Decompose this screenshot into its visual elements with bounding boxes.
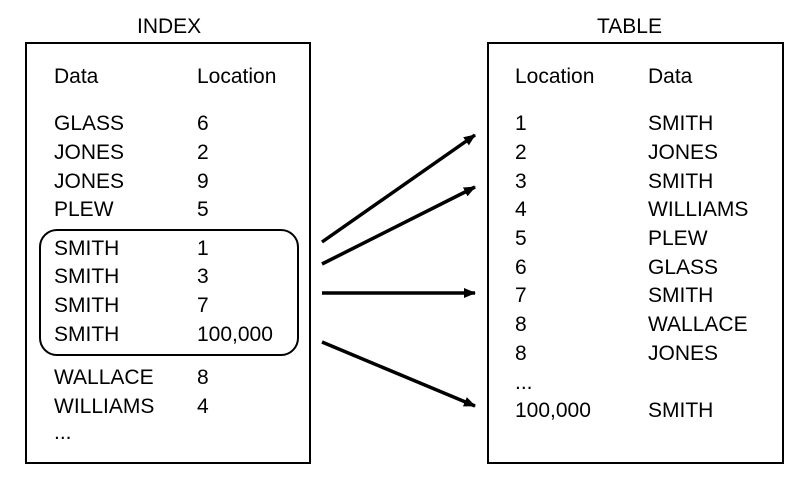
table-row-location: 7 xyxy=(515,284,527,307)
table-row-location: 4 xyxy=(515,198,527,221)
index-grouped-row-data: SMITH xyxy=(54,237,120,260)
table-row-data: SMITH xyxy=(648,112,714,135)
table-row-data: PLEW xyxy=(648,227,708,250)
table-panel xyxy=(487,42,784,464)
table-header-data: Data xyxy=(648,65,693,88)
table-title: TABLE xyxy=(597,15,662,38)
index-row-data: JONES xyxy=(54,141,125,164)
table-row-location: 3 xyxy=(515,170,527,193)
table-row-data: SMITH xyxy=(648,284,714,307)
index-grouped-row-data: SMITH xyxy=(54,323,120,346)
arrow-to-location-1 xyxy=(320,133,477,244)
index-panel xyxy=(25,42,311,464)
table-last-row-data: SMITH xyxy=(648,399,714,422)
table-row-data: JONES xyxy=(648,141,719,164)
table-row-location: 5 xyxy=(515,227,527,250)
index-row-data: PLEW xyxy=(54,198,114,221)
smith-group-box xyxy=(39,229,299,356)
index-row-location: 6 xyxy=(197,112,209,135)
table-header-location: Location xyxy=(515,65,595,88)
arrow-to-location-100000 xyxy=(321,340,476,408)
index-header-data: Data xyxy=(54,65,99,88)
index-row-data: WALLACE xyxy=(54,366,154,389)
index-header-location: Location xyxy=(197,65,277,88)
table-row-data: WALLACE xyxy=(648,313,748,336)
table-row-location: 1 xyxy=(515,112,527,135)
index-grouped-row-data: SMITH xyxy=(54,265,120,288)
table-row-data: JONES xyxy=(648,342,719,365)
index-row-location: 2 xyxy=(197,141,209,164)
table-row-location: 2 xyxy=(515,141,527,164)
index-grouped-row-data: SMITH xyxy=(54,294,120,317)
index-title: INDEX xyxy=(137,15,202,38)
index-row-data: WILLIAMS xyxy=(54,395,155,418)
index-row-location: 4 xyxy=(197,395,209,418)
arrow-to-location-3 xyxy=(321,185,476,266)
table-last-row-location: 100,000 xyxy=(515,399,591,422)
index-ellipsis: ... xyxy=(54,421,72,444)
index-row-location: 5 xyxy=(197,198,209,221)
index-grouped-row-location: 100,000 xyxy=(197,323,273,346)
table-ellipsis: ... xyxy=(515,371,533,394)
table-row-data: GLASS xyxy=(648,256,719,279)
index-grouped-row-location: 7 xyxy=(197,294,209,317)
index-row-location: 9 xyxy=(197,170,209,193)
table-row-location: 8 xyxy=(515,313,527,336)
table-row-data: SMITH xyxy=(648,170,714,193)
index-grouped-row-location: 1 xyxy=(197,237,209,260)
index-row-data: GLASS xyxy=(54,112,125,135)
table-row-location: 6 xyxy=(515,256,527,279)
table-row-data: WILLIAMS xyxy=(648,198,749,221)
index-row-location: 8 xyxy=(197,366,209,389)
index-grouped-row-location: 3 xyxy=(197,265,209,288)
index-row-data: JONES xyxy=(54,170,125,193)
table-row-location: 8 xyxy=(515,342,527,365)
